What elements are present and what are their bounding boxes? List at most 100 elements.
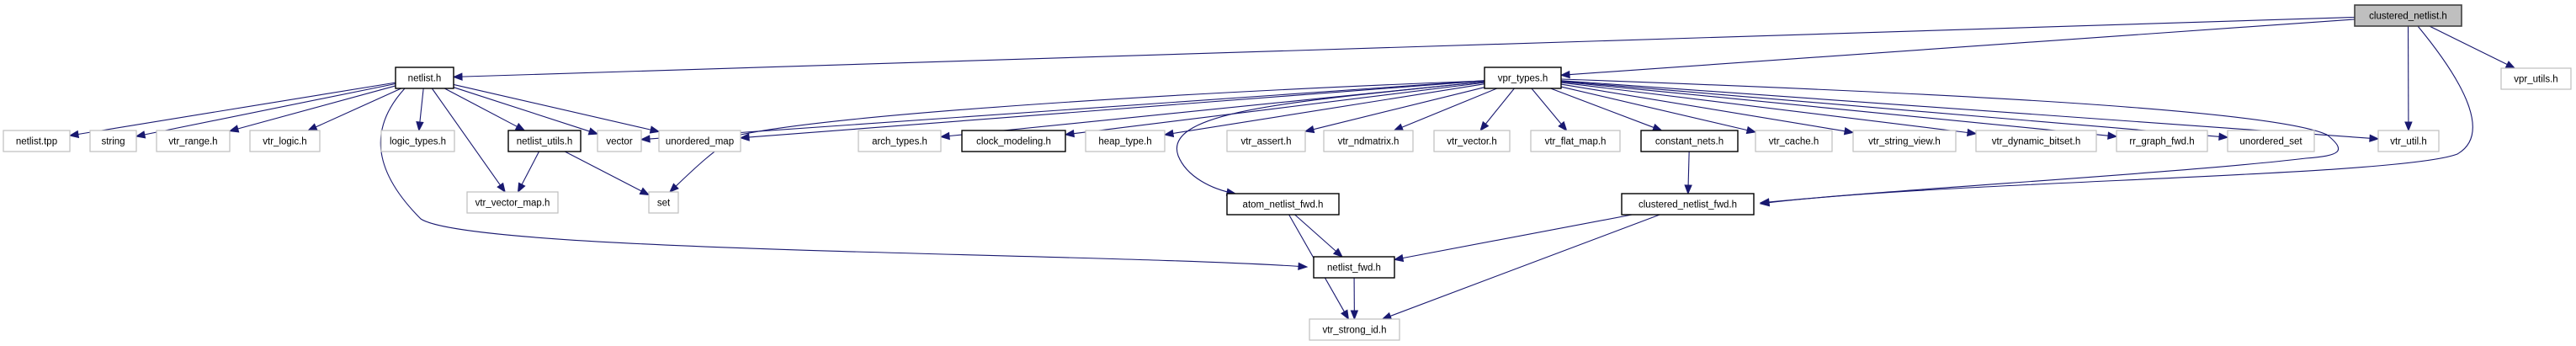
- edge-line: [453, 87, 591, 132]
- edges-layer: [68, 16, 2516, 321]
- node-box[interactable]: [395, 67, 454, 89]
- node-box[interactable]: [1313, 256, 1395, 279]
- arrow-head-icon: [514, 122, 526, 131]
- node-netlist-h[interactable]: netlist.h: [395, 67, 454, 89]
- edge-clustered-netlist-fwd-h-to-vtr-strong-id-h: [1381, 214, 1660, 320]
- node-netlist-tpp: netlist.tpp: [3, 130, 71, 152]
- node-clustered-netlist-fwd-h[interactable]: clustered_netlist_fwd.h: [1621, 193, 1755, 216]
- arrow-head-icon: [497, 182, 506, 194]
- node-box: [1852, 130, 1957, 152]
- edge-line: [1560, 78, 2340, 204]
- edge-line: [1176, 81, 1485, 194]
- edge-line: [1568, 19, 2356, 76]
- arrow-head-icon: [640, 135, 651, 143]
- edge-line: [1401, 214, 1633, 259]
- node-arch-types-h: arch_types.h: [858, 130, 942, 152]
- edge-netlist-utils-h-to-vtr-vector-map-h: [517, 151, 539, 194]
- node-vtr-logic-h: vtr_logic.h: [249, 130, 321, 152]
- edge-vpr-types-h-to-vtr-cache-h: [1560, 86, 1757, 135]
- node-box: [858, 130, 942, 152]
- edge-vpr-types-h-to-rr-graph-fwd-h: [1560, 81, 2118, 140]
- node-box: [2227, 130, 2315, 152]
- node-unordered-map: unordered_map: [658, 130, 741, 152]
- edge-line: [1760, 25, 2473, 205]
- edge-line: [1687, 151, 1690, 187]
- node-clustered-netlist-h[interactable]: clustered_netlist.h: [2354, 4, 2462, 27]
- arrow-head-icon: [1843, 127, 1855, 136]
- edge-vpr-types-h-to-vtr-util-h: [1560, 80, 2380, 142]
- arrow-head-icon: [1759, 198, 1770, 206]
- edge-netlist-h-to-vtr-range-h: [228, 85, 396, 133]
- node-label: heap_type.h: [1098, 137, 1151, 147]
- edge-netlist-h-to-unordered-map: [453, 83, 661, 134]
- edge-line: [1294, 214, 1337, 253]
- edge-line: [1485, 88, 1515, 125]
- arrow-head-icon: [1298, 262, 1309, 271]
- node-box[interactable]: [2354, 4, 2462, 27]
- node-constant-nets-h[interactable]: constant_nets.h: [1640, 130, 1739, 152]
- edge-vpr-types-h-to-vector: [640, 80, 1485, 143]
- node-box[interactable]: [961, 130, 1066, 152]
- edge-line: [419, 88, 424, 124]
- edge-line: [2429, 25, 2509, 66]
- edge-line: [1312, 87, 1485, 130]
- arrow-head-icon: [1350, 310, 1359, 321]
- node-box[interactable]: [1640, 130, 1739, 152]
- edge-vpr-types-h-to-vtr-assert-h: [1304, 87, 1485, 134]
- node-vector: vector: [597, 130, 642, 152]
- node-vtr-range-h: vtr_range.h: [156, 130, 231, 152]
- node-clock-modeling-h[interactable]: clock_modeling.h: [961, 130, 1066, 152]
- arrow-head-icon: [1652, 123, 1663, 131]
- arrow-head-icon: [1304, 125, 1315, 134]
- arrow-head-icon: [1393, 123, 1405, 131]
- node-box: [1309, 318, 1400, 341]
- edge-vpr-types-h-to-unordered-set: [1560, 80, 2229, 141]
- arrow-head-icon: [2107, 131, 2118, 140]
- node-heap-type-h: heap_type.h: [1085, 130, 1166, 152]
- node-label: rr_graph_fwd.h: [2129, 137, 2194, 147]
- node-box: [3, 130, 71, 152]
- edge-vpr-types-h-to-set: [669, 80, 1485, 193]
- edge-netlist-h-to-netlist-tpp: [68, 82, 396, 139]
- node-box[interactable]: [1621, 193, 1755, 216]
- node-netlist-utils-h[interactable]: netlist_utils.h: [507, 130, 582, 152]
- edge-line: [1400, 88, 1498, 129]
- node-label: vtr_range.h: [168, 137, 217, 147]
- edge-netlist-utils-h-to-set: [564, 151, 651, 196]
- edge-line: [747, 80, 1485, 138]
- arrow-head-icon: [306, 123, 318, 131]
- edge-line: [431, 88, 502, 186]
- node-label: logic_types.h: [390, 137, 446, 147]
- edge-line: [648, 80, 1485, 140]
- node-rr-graph-fwd-h: rr_graph_fwd.h: [2116, 130, 2208, 152]
- node-atom-netlist-fwd-h[interactable]: atom_netlist_fwd.h: [1226, 193, 1340, 216]
- edge-netlist-h-to-vtr-vector-map-h: [431, 88, 506, 194]
- node-label: vtr_strong_id.h: [1322, 326, 1386, 336]
- node-box: [2500, 67, 2572, 90]
- arrow-head-icon: [1559, 70, 1570, 79]
- node-label: vtr_cache.h: [1769, 137, 1819, 147]
- node-netlist-fwd-h[interactable]: netlist_fwd.h: [1313, 256, 1395, 279]
- arrow-head-icon: [1064, 129, 1076, 138]
- arrow-head-icon: [68, 130, 80, 139]
- edge-vpr-types-h-to-clustered-netlist-fwd-h: [1560, 78, 2340, 206]
- edge-vpr-types-h-to-heap-type-h: [1163, 83, 1485, 138]
- arrow-head-icon: [1381, 311, 1393, 320]
- node-box[interactable]: [1226, 193, 1340, 216]
- node-label: vtr_ndmatrix.h: [1338, 137, 1400, 147]
- node-box: [466, 191, 559, 214]
- edge-netlist-h-to-logic-types-h: [416, 88, 424, 132]
- node-box: [1433, 130, 1511, 152]
- node-label: string: [101, 137, 125, 147]
- edge-line: [453, 83, 652, 130]
- node-label: set: [657, 199, 671, 209]
- node-label: vpr_utils.h: [2514, 75, 2557, 85]
- node-box[interactable]: [507, 130, 582, 152]
- node-label: vtr_dynamic_bitset.h: [1992, 137, 2080, 147]
- arrow-head-icon: [1558, 120, 1568, 132]
- node-box[interactable]: [1484, 67, 1562, 89]
- node-vpr-types-h[interactable]: vpr_types.h: [1484, 67, 1562, 89]
- node-label: vtr_assert.h: [1240, 137, 1291, 147]
- node-box: [1755, 130, 1833, 152]
